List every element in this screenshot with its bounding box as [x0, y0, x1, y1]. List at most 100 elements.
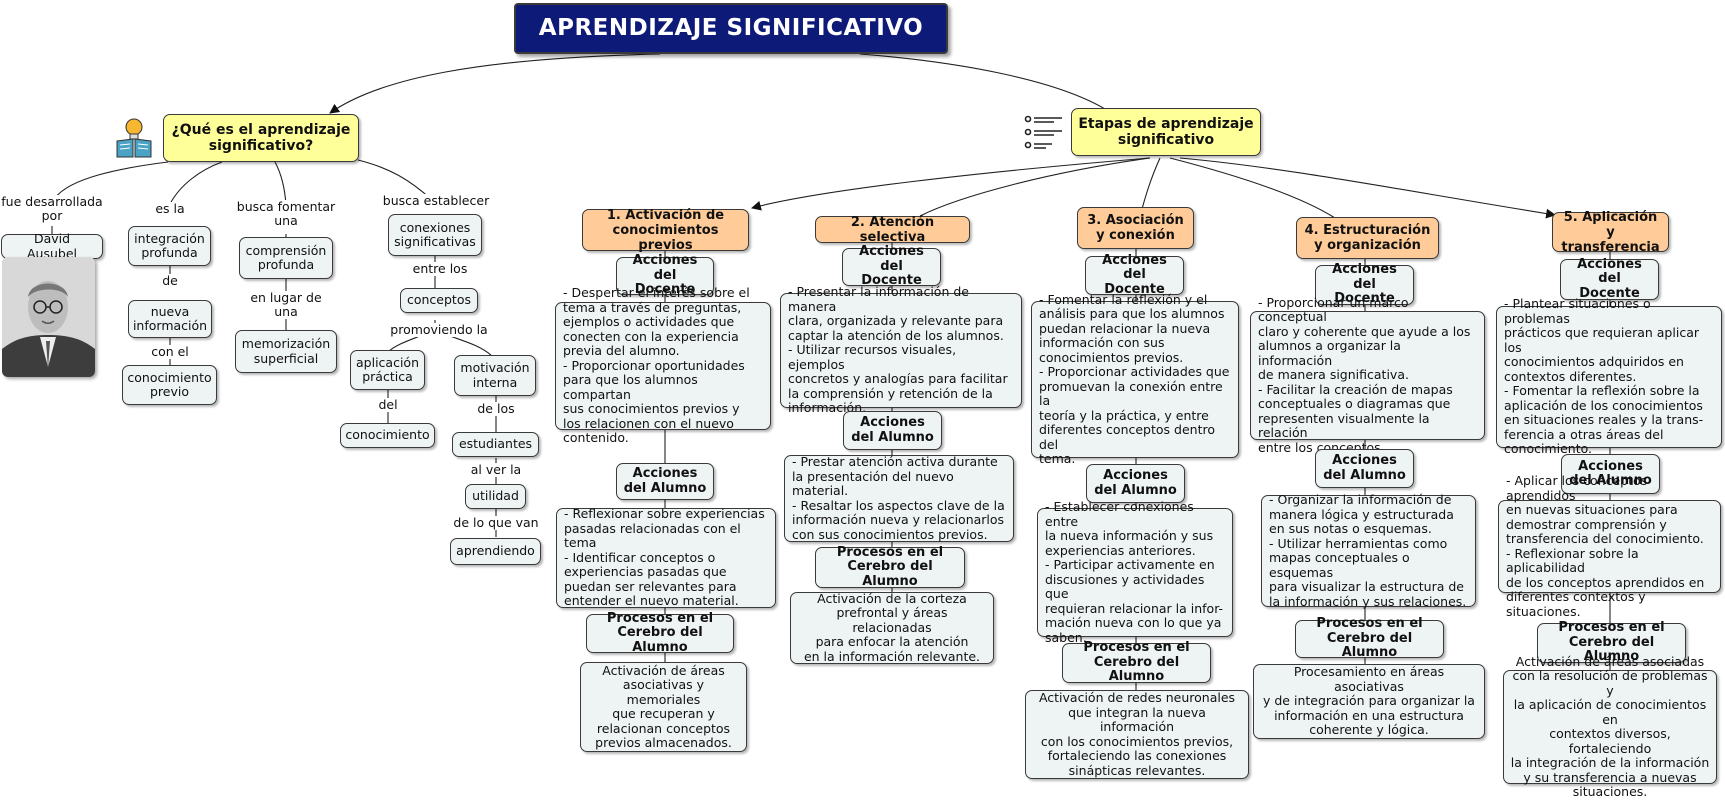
- stage-1-alumno-label-text: Acciones del Alumno: [623, 466, 707, 496]
- stage-3-alumno-text: - Establecer conexiones entre la nueva i…: [1045, 499, 1224, 645]
- book-lightbulb-icon-svg: [116, 118, 152, 158]
- stage-2-title-text: 2. Atención selectiva: [850, 214, 935, 245]
- ausubel-photo-svg: [2, 257, 95, 377]
- stage-1-alumno-text: - Reflexionar sobre experiencias pasadas…: [564, 506, 765, 609]
- stage-3-docente-label: Acciones del Docente: [1085, 252, 1184, 297]
- stage-1-docente-label: Acciones del Docente: [616, 253, 714, 298]
- stage-4-alumno: - Organizar la información de manera lóg…: [1261, 492, 1476, 609]
- stage-3-docente-label-text: Acciones del Docente: [1102, 252, 1167, 297]
- stage-5-cerebro-label: Procesos en el Cerebro del Alumno: [1537, 620, 1686, 665]
- conexiones-significativas: conexiones significativas: [388, 214, 482, 256]
- stage-2-docente-text: - Presentar la información de manera cla…: [788, 284, 1008, 416]
- stage-4-alumno-text: - Organizar la información de manera lóg…: [1269, 492, 1467, 609]
- checklist-icon: [1024, 114, 1066, 156]
- stage-5-alumno-text: - Aplicar los conceptos aprendidos en nu…: [1506, 473, 1705, 619]
- stage-1-title: 1. Activación de conocimientos previos: [582, 207, 749, 253]
- right-heading-text: Etapas de aprendizaje significativo: [1078, 116, 1254, 148]
- stage-3-alumno-label-text: Acciones del Alumno: [1094, 468, 1177, 498]
- page-title-text: APRENDIZAJE SIGNIFICATIVO: [538, 15, 924, 42]
- stage-4-title-text: 4. Estructuración y organización: [1304, 223, 1431, 253]
- stage-2-alumno-text: - Prestar atención activa durante la pre…: [792, 454, 1005, 542]
- utilidad-text: utilidad: [472, 488, 519, 504]
- stage-4-alumno-label-text: Acciones del Alumno: [1323, 453, 1406, 483]
- comprension-profunda: comprensión profunda: [239, 237, 333, 279]
- checklist-icon-svg: [1024, 115, 1062, 149]
- link-busca-fomentar: busca fomentar una: [236, 199, 336, 228]
- link-entre: entre los: [410, 262, 470, 276]
- stage-5-docente: - Plantear situaciones o problemas práct…: [1496, 297, 1722, 456]
- stage-2-alumno: - Prestar atención activa durante la pre…: [784, 454, 1014, 542]
- stage-2-alumno-label: Acciones del Alumno: [843, 411, 942, 450]
- conexiones-text: conexiones significativas: [394, 219, 476, 249]
- utilidad: utilidad: [465, 484, 526, 509]
- integracion-profunda: integración profunda: [128, 226, 211, 266]
- stage-2-docente-label: Acciones del Docente: [842, 244, 941, 289]
- stage-4-docente: - Proporcionar un marco conceptual claro…: [1250, 295, 1485, 454]
- comprension-text: comprensión profunda: [245, 242, 327, 272]
- stage-2-cerebro-label: Procesos en el Cerebro del Alumno: [815, 544, 965, 589]
- stage-4-alumno-label: Acciones del Alumno: [1315, 449, 1414, 488]
- link-al-ver: al ver la: [468, 463, 524, 477]
- stage-4-docente-text: - Proporcionar un marco conceptual claro…: [1258, 294, 1471, 455]
- aprendiendo: aprendiendo: [450, 538, 541, 565]
- stage-4-cerebro-text: Procesamiento en áreas asociativas y de …: [1263, 664, 1475, 738]
- stage-5-alumno: - Aplicar los conceptos aprendidos en nu…: [1498, 473, 1721, 618]
- estudiantes-text: estudiantes: [458, 436, 533, 452]
- stage-2-title: 2. Atención selectiva: [815, 214, 970, 245]
- stage-5-cerebro: Activación de áreas asociadas con la res…: [1503, 654, 1717, 799]
- stage-5-cerebro-text: Activación de áreas asociadas con la res…: [1510, 653, 1710, 799]
- stage-3-cerebro-label: Procesos en el Cerebro del Alumno: [1062, 641, 1211, 684]
- motivacion-text: motivación interna: [460, 360, 530, 390]
- stage-2-docente-label-text: Acciones del Docente: [859, 244, 924, 289]
- stage-3-alumno: - Establecer conexiones entre la nueva i…: [1037, 499, 1233, 644]
- stage-2-cerebro-text: Activación de la corteza prefrontal y ár…: [803, 590, 981, 664]
- stage-1-cerebro-label-text: Procesos en el Cerebro del Alumno: [606, 610, 714, 655]
- aprendiendo-text: aprendiendo: [456, 543, 535, 559]
- stage-3-cerebro-text: Activación de redes neuronales que integ…: [1038, 690, 1236, 778]
- link-fue: fue desarrollada por: [0, 194, 104, 223]
- link-promoviendo: promoviendo la: [390, 322, 488, 337]
- stage-5-title: 5. Aplicación y transferencia: [1552, 210, 1669, 255]
- link-busca-establecer: busca establecer: [380, 194, 492, 208]
- stage-1-docente: - Despertar el interés sobre el tema a t…: [555, 286, 771, 445]
- stage-3-docente: - Fomentar la reflexión y el análisis pa…: [1031, 292, 1239, 466]
- link-de-lo: de lo que van: [450, 516, 542, 530]
- conocimiento-previo-text: conocimiento previo: [127, 369, 212, 399]
- nueva-info-text: nueva información: [132, 303, 208, 333]
- stage-2-docente: - Presentar la información de manera cla…: [780, 285, 1022, 415]
- stage-2-cerebro: Activación de la corteza prefrontal y ár…: [790, 590, 994, 664]
- stage-3-docente-text: - Fomentar la reflexión y el análisis pa…: [1039, 291, 1230, 466]
- stage-1-cerebro-text: Activación de áreas asociativas y memori…: [595, 662, 732, 750]
- stage-4-title: 4. Estructuración y organización: [1296, 217, 1439, 259]
- stage-4-cerebro-label: Procesos en el Cerebro del Alumno: [1295, 616, 1444, 661]
- motivacion-interna: motivación interna: [454, 355, 536, 396]
- stage-2-cerebro-label-text: Procesos en el Cerebro del Alumno: [836, 544, 944, 589]
- stage-5-docente-label: Acciones del Docente: [1560, 256, 1659, 301]
- link-de: de: [158, 274, 182, 288]
- right-heading: Etapas de aprendizaje significativo: [1071, 108, 1261, 156]
- stage-5-cerebro-label-text: Procesos en el Cerebro del Alumno: [1558, 620, 1665, 665]
- aplicacion-text: aplicación práctica: [356, 354, 419, 384]
- ausubel-photo: [2, 257, 95, 377]
- stage-5-docente-label-text: Acciones del Docente: [1577, 256, 1642, 301]
- stage-5-docente-text: - Plantear situaciones o problemas práct…: [1504, 296, 1704, 457]
- stage-4-cerebro-label-text: Procesos en el Cerebro del Alumno: [1316, 616, 1423, 661]
- stage-1-cerebro-label: Procesos en el Cerebro del Alumno: [586, 610, 734, 655]
- conocimiento-previo: conocimiento previo: [122, 365, 217, 405]
- left-heading-text: ¿Qué es el aprendizaje significativo?: [171, 122, 351, 154]
- stage-5-alumno-label: Acciones del Alumno: [1561, 454, 1660, 494]
- stage-1-docente-text: - Despertar el interés sobre el tema a t…: [563, 285, 750, 446]
- estudiantes: estudiantes: [452, 432, 539, 457]
- stage-2-alumno-label-text: Acciones del Alumno: [851, 415, 934, 445]
- page-title: APRENDIZAJE SIGNIFICATIVO: [514, 3, 948, 54]
- stage-1-cerebro: Activación de áreas asociativas y memori…: [580, 662, 747, 752]
- stage-1-docente-label-text: Acciones del Docente: [632, 253, 698, 298]
- stage-1-title-text: 1. Activación de conocimientos previos: [606, 207, 725, 253]
- stage-1-alumno-label: Acciones del Alumno: [616, 463, 714, 500]
- stage-4-docente-label-text: Acciones del Docente: [1332, 262, 1397, 307]
- stage-3-title-text: 3. Asociación y conexión: [1087, 213, 1184, 243]
- aplicacion-practica: aplicación práctica: [350, 350, 425, 390]
- stage-3-alumno-label: Acciones del Alumno: [1086, 464, 1185, 503]
- link-del: del: [374, 398, 402, 412]
- stage-3-cerebro: Activación de redes neuronales que integ…: [1025, 690, 1249, 779]
